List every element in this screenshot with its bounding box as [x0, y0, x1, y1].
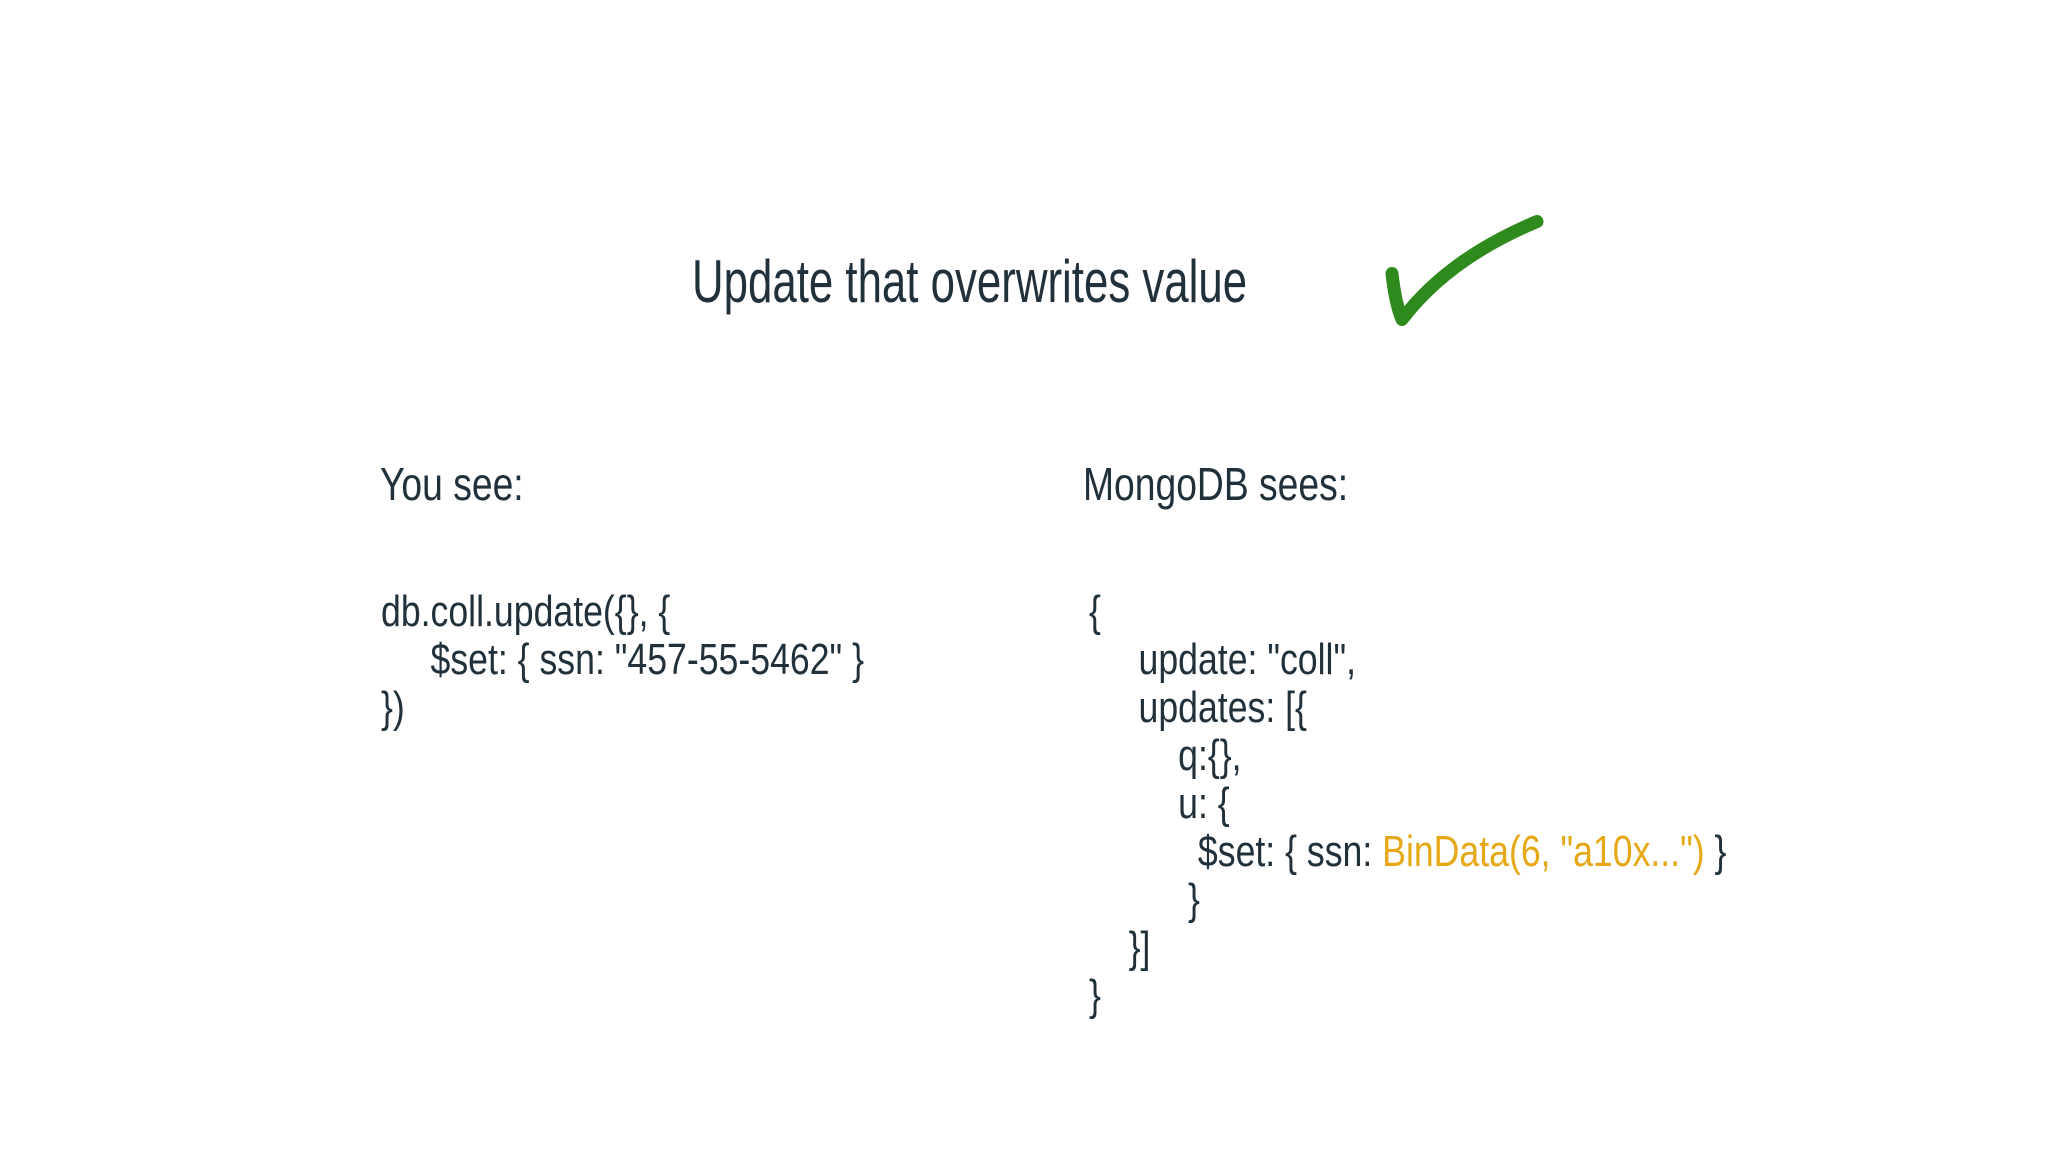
code-segment: $set: { ssn: — [1089, 827, 1383, 876]
green-checkmark-icon — [1385, 215, 1544, 326]
client-code-block: db.coll.update({}, { $set: { ssn: "457-5… — [381, 588, 864, 732]
code-line: db.coll.update({}, { — [381, 587, 671, 636]
left-column-heading: You see: — [380, 458, 524, 510]
code-line: { — [1089, 587, 1101, 636]
code-line-with-highlight: $set: { ssn: BinData(6, "a10x...") } — [1089, 827, 1727, 876]
code-line: }) — [381, 683, 405, 732]
bindata-highlight: BinData(6, "a10x...") — [1382, 827, 1705, 876]
code-line: } — [1089, 971, 1101, 1020]
right-column-heading: MongoDB sees: — [1083, 458, 1349, 510]
code-line: } — [1089, 875, 1200, 924]
code-line: $set: { ssn: "457-55-5462" } — [381, 635, 864, 684]
code-segment: } — [1704, 827, 1727, 876]
server-code-block: { update: "coll", updates: [{ q:{}, u: {… — [1089, 588, 1726, 1020]
code-line: update: "coll", — [1089, 635, 1357, 684]
code-line: }] — [1089, 923, 1151, 972]
code-line: u: { — [1089, 779, 1230, 828]
code-line: q:{}, — [1089, 731, 1242, 780]
code-line: updates: [{ — [1089, 683, 1307, 732]
slide-title: Update that overwrites value — [692, 248, 1248, 315]
